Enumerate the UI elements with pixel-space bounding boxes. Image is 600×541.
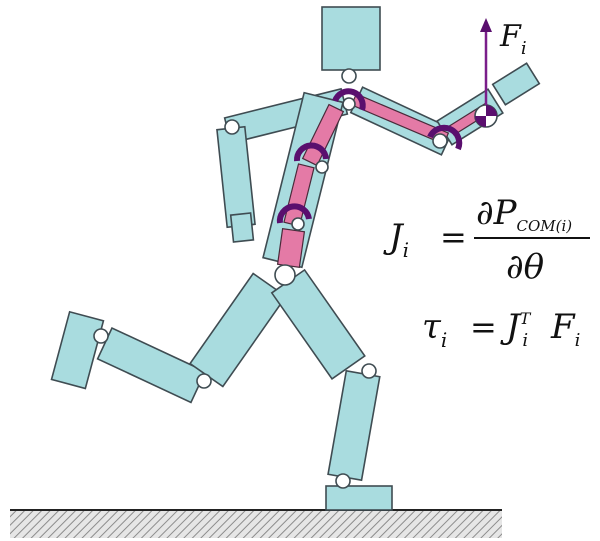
ground-hatch [10,510,502,538]
right-foot-segment [325,485,393,511]
left-forearm-segment [216,125,256,229]
lower-spine-joint [291,217,305,231]
force-arrow-icon [480,18,492,105]
neck-joint [341,68,357,84]
upper-spine-joint [342,97,356,111]
chain-upper-spine-link [301,103,345,167]
end-effector-icon [474,104,498,128]
left-knee-joint [93,328,109,344]
left-hip-joint [196,373,212,389]
right-knee-joint [361,363,377,379]
kinematic-chain [276,93,493,269]
right-shin-segment [327,369,381,482]
torque-arc-icon [332,88,366,111]
left-shoulder-joint [224,119,240,135]
torque-lhs: τi [422,307,447,352]
force-label: Fi [499,19,527,59]
torque-equals: = [470,308,497,346]
jacobian-numerator: ∂PCOM(i) [476,193,572,235]
right-hand-segment [491,62,541,106]
ground [10,509,502,538]
right-elbow-joint [432,133,448,149]
right-ankle-joint [335,473,351,489]
left-thigh-segment [96,326,207,404]
left-hand-segment [229,212,255,243]
jacobian-lhs: Ji [383,217,409,262]
jacobian-equals: = [440,218,467,256]
torque-arc-icon [276,203,312,224]
jacobian-equation: Ji = ∂PCOM(i) ∂θ [383,193,590,287]
torque-arc-icon [293,142,329,162]
head-segment [321,6,381,71]
torque-rhs-force: Fi [550,307,580,351]
mid-spine-joint [315,160,329,174]
left-upper-leg-segment [188,272,288,388]
torque-arc-icon [427,124,463,151]
right-upper-leg-segment [270,268,366,381]
jacobian-denominator: ∂θ [506,247,544,287]
running-figure [50,6,541,511]
left-shin-segment [50,310,105,390]
chain-hip-link [276,227,306,269]
pelvis-joint [274,264,296,286]
